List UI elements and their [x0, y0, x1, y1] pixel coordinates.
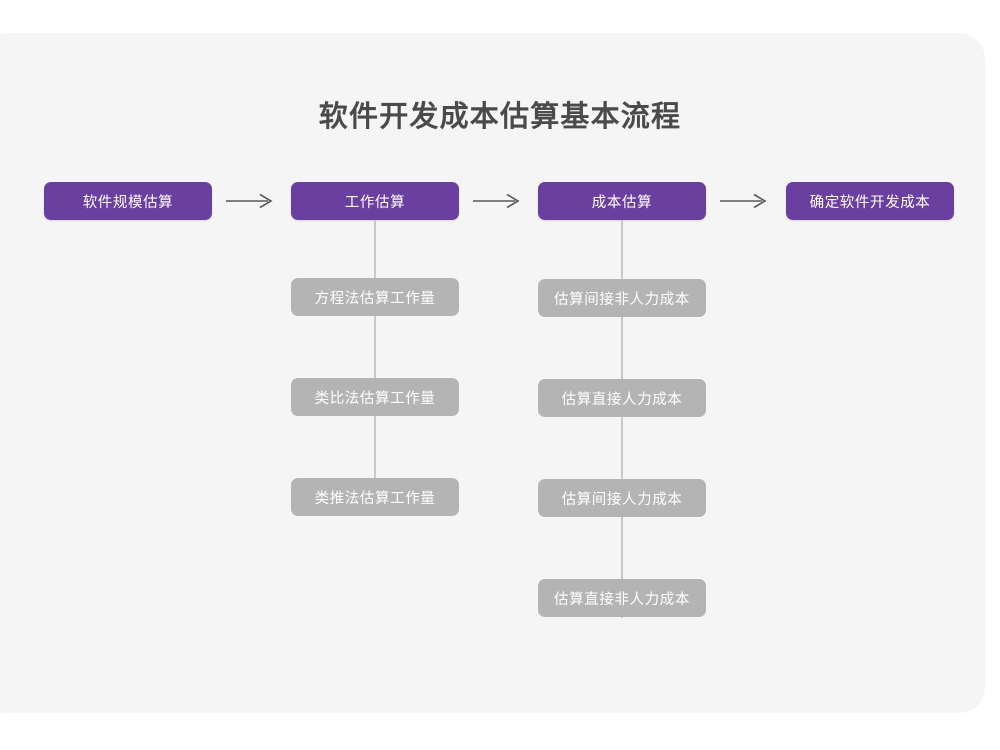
- branch-node-label: 估算间接人力成本: [561, 491, 683, 508]
- branch-node-label: 方程法估算工作量: [314, 290, 436, 307]
- flow-node-cost-estimation[interactable]: 成本估算: [538, 182, 706, 220]
- flow-node-software-size-estimation[interactable]: 软件规模估算: [44, 182, 212, 220]
- branch-node-label: 类推法估算工作量: [314, 490, 436, 507]
- branch-node-label: 类比法估算工作量: [314, 390, 436, 407]
- arrow-right-icon: [473, 190, 523, 212]
- branch-node-label: 估算直接非人力成本: [554, 591, 690, 608]
- flow-node-label: 工作估算: [344, 194, 406, 211]
- flow-node-work-estimation[interactable]: 工作估算: [291, 182, 459, 220]
- arrow-right-icon: [226, 190, 276, 212]
- flow-node-label: 软件规模估算: [82, 194, 174, 211]
- flow-node-label: 确定软件开发成本: [809, 194, 931, 211]
- branch-node-work-2[interactable]: 类比法估算工作量: [291, 378, 459, 416]
- diagram-canvas: [0, 33, 985, 713]
- branch-node-cost-4[interactable]: 估算直接非人力成本: [538, 579, 706, 617]
- branch-node-cost-3[interactable]: 估算间接人力成本: [538, 479, 706, 517]
- arrow-right-icon: [720, 190, 770, 212]
- flow-node-determine-development-cost[interactable]: 确定软件开发成本: [786, 182, 954, 220]
- branch-node-cost-2[interactable]: 估算直接人力成本: [538, 379, 706, 417]
- branch-node-work-1[interactable]: 方程法估算工作量: [291, 278, 459, 316]
- branch-connector-work-estimation: [374, 220, 376, 516]
- branch-node-label: 估算直接人力成本: [561, 391, 683, 408]
- flow-node-label: 成本估算: [591, 194, 653, 211]
- page-title: 软件开发成本估算基本流程: [318, 101, 682, 133]
- branch-node-cost-1[interactable]: 估算间接非人力成本: [538, 279, 706, 317]
- branch-connector-cost-estimation: [621, 220, 623, 618]
- branch-node-label: 估算间接非人力成本: [554, 291, 690, 308]
- branch-node-work-3[interactable]: 类推法估算工作量: [291, 478, 459, 516]
